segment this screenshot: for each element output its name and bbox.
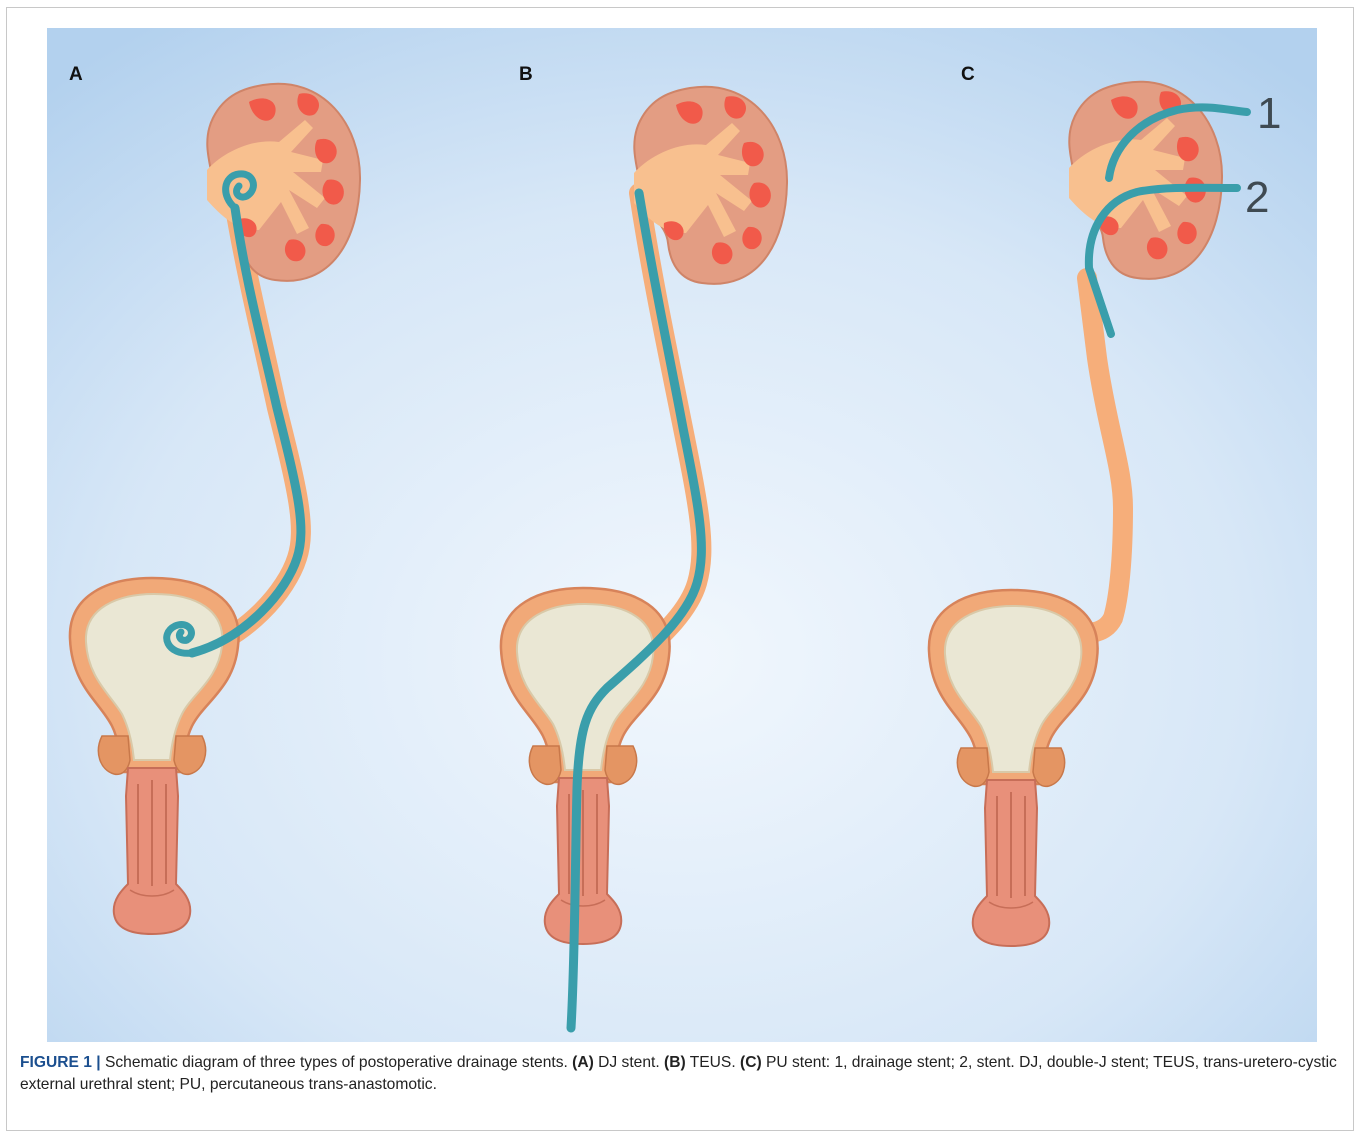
figure-caption: FIGURE 1 | Schematic diagram of three ty… xyxy=(20,1052,1340,1096)
figure-label: FIGURE 1 | xyxy=(20,1054,101,1071)
stent-label-2: 2 xyxy=(1245,173,1269,222)
stent-label-1: 1 xyxy=(1257,89,1281,138)
caption-part: Schematic diagram of three types of post… xyxy=(101,1054,573,1071)
caption-part: TEUS. xyxy=(686,1054,740,1071)
panel-letter-c: C xyxy=(961,64,975,85)
caption-part: DJ stent. xyxy=(594,1054,664,1071)
caption-ref-c: (C) xyxy=(740,1054,762,1071)
caption-ref-a: (A) xyxy=(572,1054,594,1071)
caption-ref-b: (B) xyxy=(664,1054,686,1071)
panel-letter-a: A xyxy=(69,64,83,85)
panel-letter-b: B xyxy=(519,64,533,85)
figure-image: A B 1 2 C xyxy=(47,28,1317,1042)
